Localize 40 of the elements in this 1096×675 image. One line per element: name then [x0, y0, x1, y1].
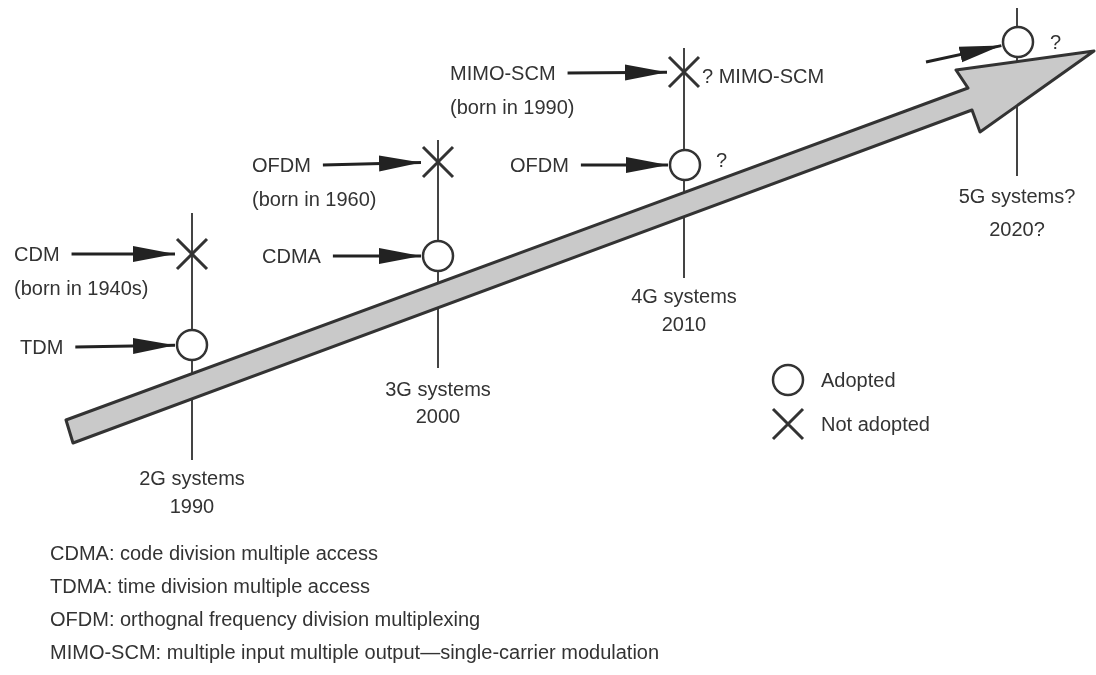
origin-note: (born in 1990) — [450, 95, 575, 120]
abbreviation-note: CDMA: code division multiple access — [50, 541, 378, 566]
arrow — [925, 44, 1002, 64]
circle-marker — [668, 148, 702, 182]
technology-label: MIMO-SCM — [450, 61, 556, 86]
arrow — [75, 338, 176, 354]
technology-label: CDMA — [262, 239, 321, 273]
cross-marker — [175, 237, 209, 271]
generation-label: 4G systems — [631, 284, 737, 309]
circle-marker — [1001, 25, 1035, 59]
generation-label: 3G systems — [385, 377, 491, 402]
origin-note: (born in 1940s) — [14, 276, 149, 301]
generation-label: 2G systems — [139, 466, 245, 491]
annotation-text: ? — [1050, 30, 1062, 55]
legend-label: Not adopted — [821, 412, 930, 437]
technology-label: OFDM — [252, 153, 311, 178]
abbreviation-note: TDMA: time division multiple access — [50, 574, 371, 599]
annotation-text: ? — [716, 148, 728, 173]
abbreviation-note: OFDM: orthognal frequency division multiplexing — [50, 607, 481, 632]
cross-marker — [421, 145, 455, 179]
circle-marker — [421, 239, 455, 273]
arrow — [322, 155, 422, 172]
year-label: 1990 — [169, 494, 215, 519]
circle-marker — [175, 328, 209, 362]
technology-label: OFDM — [510, 148, 569, 182]
year-label: 2000 — [415, 404, 461, 429]
year-label: 2020? — [989, 217, 1045, 242]
arrow — [580, 157, 668, 173]
technology-label: CDM — [14, 242, 60, 267]
arrow — [71, 246, 175, 262]
arrow — [332, 248, 421, 264]
legend-label: Adopted — [821, 368, 896, 393]
cross-marker — [667, 55, 701, 89]
arrow — [567, 64, 667, 81]
generation-label: 5G systems? — [958, 184, 1076, 209]
year-label: 2010 — [661, 312, 707, 337]
annotation-text: ? MIMO-SCM — [702, 64, 825, 89]
origin-note: (born in 1960) — [252, 187, 377, 212]
technology-label: TDM — [20, 330, 64, 364]
abbreviation-note: MIMO-SCM: multiple input multiple output—single-carrier modulation — [50, 640, 660, 665]
